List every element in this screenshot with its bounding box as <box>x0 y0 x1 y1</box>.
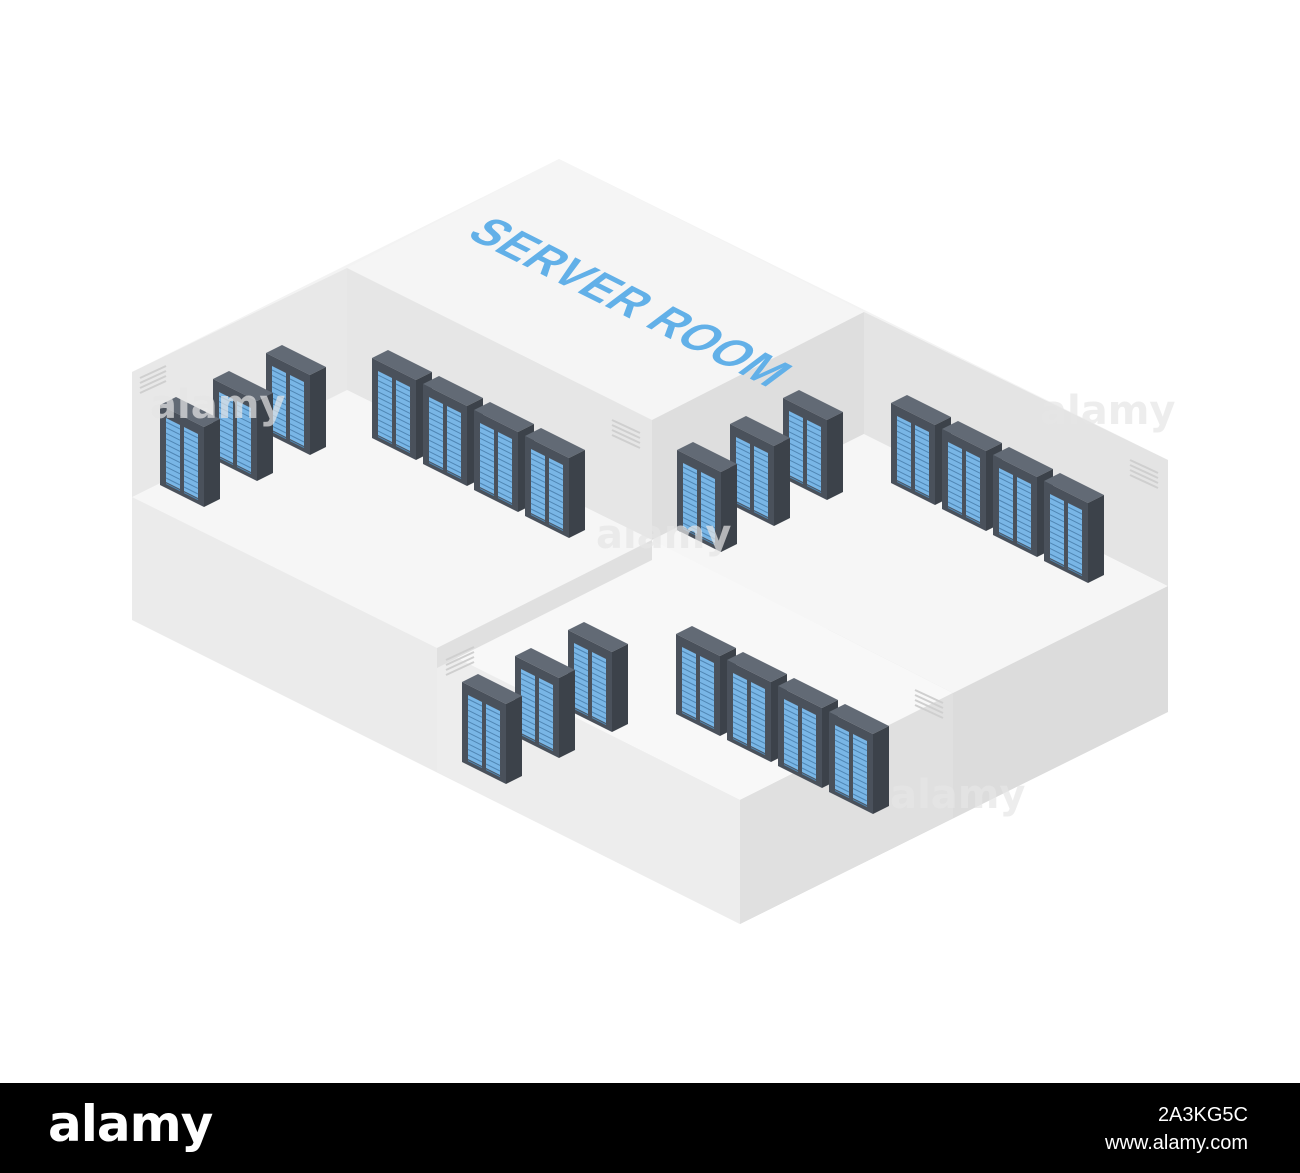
server-rack <box>778 678 838 788</box>
server-rack <box>677 442 737 552</box>
vent-grille <box>1129 459 1159 489</box>
watermark-text: alamy <box>150 382 285 428</box>
server-rack <box>213 371 273 481</box>
server-rack <box>462 674 522 784</box>
wall-vents <box>139 365 1159 719</box>
vent-grille <box>139 365 167 394</box>
server-racks <box>160 345 1104 814</box>
server-rack <box>515 648 575 758</box>
server-rack <box>266 345 326 455</box>
server-rack <box>160 397 220 507</box>
server-rack <box>525 428 585 538</box>
vent-grille <box>611 419 641 449</box>
watermark-text: alamy <box>890 772 1025 818</box>
central-block-roof <box>347 159 864 420</box>
server-rack <box>891 395 951 505</box>
server-rack <box>730 416 790 526</box>
watermark-text: alamy <box>1040 388 1175 434</box>
server-rack <box>1044 473 1104 583</box>
alamy-logo: alamy <box>48 1095 213 1153</box>
vent-grille <box>445 646 475 676</box>
server-rack <box>993 447 1053 557</box>
server-rack <box>423 376 483 486</box>
watermark-text: alamy <box>596 512 731 558</box>
divider-wall <box>437 540 652 668</box>
room-front-right-wall <box>740 693 953 924</box>
server-rack <box>942 421 1002 531</box>
stock-image-id: 2A3KG5C <box>1157 1104 1248 1126</box>
vent-grille <box>914 689 944 719</box>
server-rack <box>783 390 843 500</box>
watermarks: alamy alamy alamy alamy <box>150 382 1175 818</box>
stock-footer-bar: alamy 2A3KG5C www.alamy.com <box>0 1083 1300 1173</box>
stock-site-url: www.alamy.com <box>1105 1132 1248 1154</box>
server-rack <box>568 622 628 732</box>
stock-image-info: 2A3KG5C www.alamy.com <box>1105 1101 1248 1157</box>
server-rack <box>829 704 889 814</box>
